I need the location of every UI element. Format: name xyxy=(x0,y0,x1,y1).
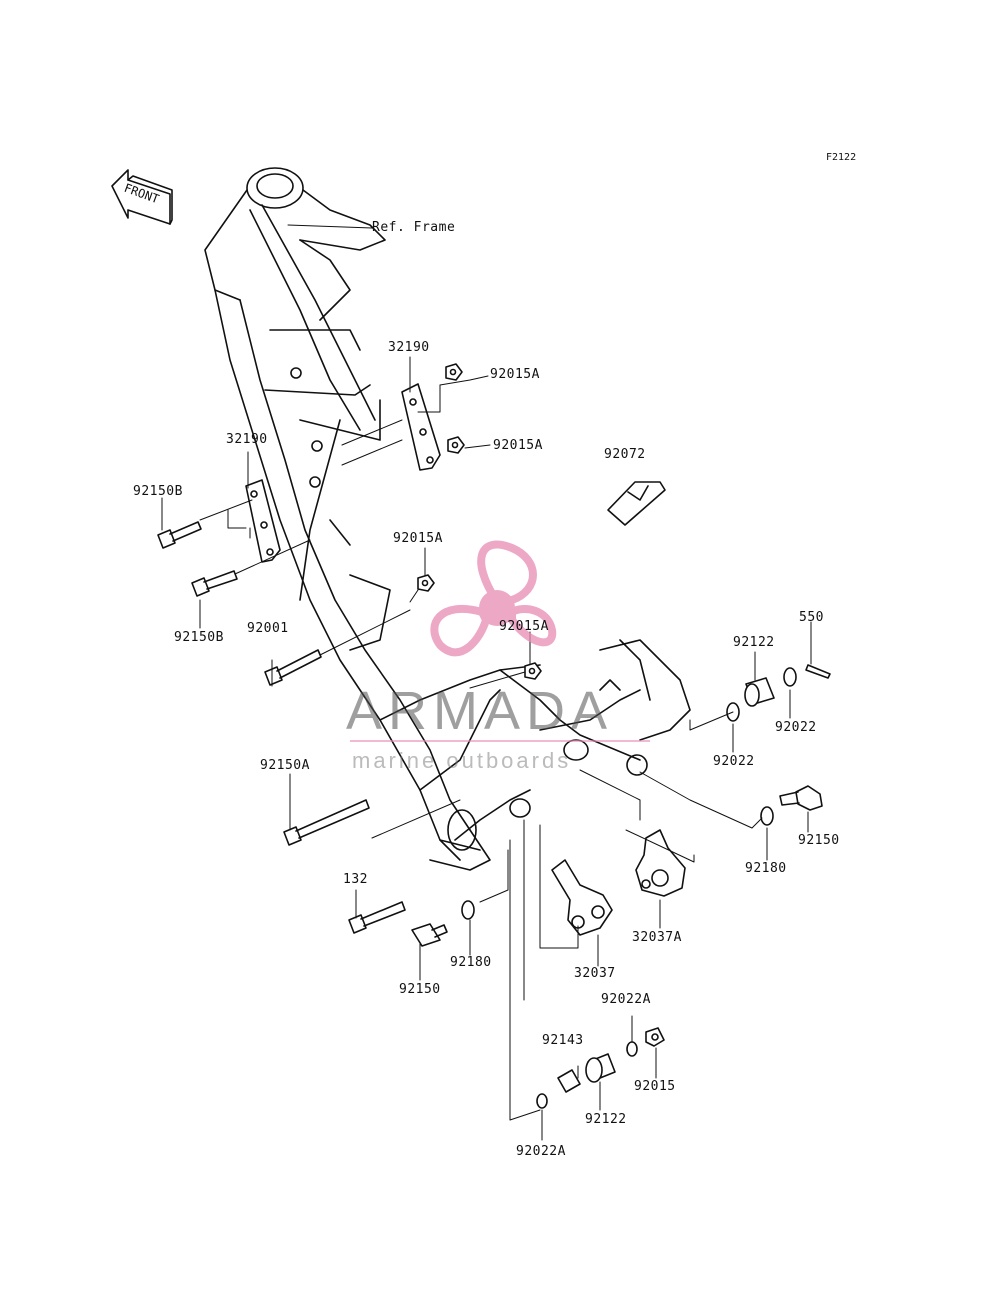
diagram-code: F2122 xyxy=(826,152,857,163)
part-label-92180[interactable]: 92180 xyxy=(745,861,787,876)
nut-92015A xyxy=(417,363,542,680)
part-label-92001[interactable]: 92001 xyxy=(247,621,289,636)
nut-92015 xyxy=(645,1027,665,1047)
part-label-92143[interactable]: 92143 xyxy=(542,1033,584,1048)
front-arrow-icon xyxy=(111,169,173,225)
bracket-32190-right xyxy=(401,383,441,471)
part-label-92122[interactable]: 92122 xyxy=(585,1112,627,1127)
bolt-92150 xyxy=(411,785,823,947)
part-label-92180[interactable]: 92180 xyxy=(450,955,492,970)
part-label-132[interactable]: 132 xyxy=(343,872,368,887)
bolt-92001 xyxy=(264,649,322,686)
front-label-text: FRONT xyxy=(122,181,161,207)
part-label-32037A[interactable]: 32037A xyxy=(632,930,682,945)
part-label-92150[interactable]: 92150 xyxy=(798,833,840,848)
bracket-32037A xyxy=(635,829,686,897)
part-label-92150B[interactable]: 92150B xyxy=(133,484,183,499)
damper-92072 xyxy=(607,481,666,526)
part-label-92022[interactable]: 92022 xyxy=(713,754,755,769)
part-label-92015A[interactable]: 92015A xyxy=(393,531,443,546)
part-label-92122[interactable]: 92122 xyxy=(733,635,775,650)
watermark-subtitle: marine outboards xyxy=(352,748,572,773)
part-label-92150A[interactable]: 92150A xyxy=(260,758,310,773)
part-label-550[interactable]: 550 xyxy=(799,610,824,625)
bolt-92150A xyxy=(283,799,370,846)
washer-parts xyxy=(461,667,797,1109)
bolt-132 xyxy=(348,901,406,934)
part-label-92150[interactable]: 92150 xyxy=(399,982,441,997)
part-label-92015A[interactable]: 92015A xyxy=(493,438,543,453)
part-label-32190[interactable]: 32190 xyxy=(226,432,268,447)
part-label-92015[interactable]: 92015 xyxy=(634,1079,676,1094)
frame-outline xyxy=(204,167,691,871)
watermark-title: ARMADA xyxy=(346,681,614,741)
bolt-92150B xyxy=(157,521,238,597)
bracket-32037 xyxy=(551,859,613,936)
part-label-92022A[interactable]: 92022A xyxy=(601,992,651,1007)
part-label-32037[interactable]: 32037 xyxy=(574,966,616,981)
collar-92122 xyxy=(585,677,775,1083)
watermark-logo xyxy=(430,540,557,657)
collar-92143 xyxy=(557,1069,581,1093)
label-ref-frame: Ref. Frame xyxy=(372,220,456,235)
part-label-92015A[interactable]: 92015A xyxy=(490,367,540,382)
leader-lines xyxy=(161,224,812,1141)
part-label-92015A[interactable]: 92015A xyxy=(499,619,549,634)
watermark-divider xyxy=(350,740,650,742)
part-label-92072[interactable]: 92072 xyxy=(604,447,646,462)
part-label-92022[interactable]: 92022 xyxy=(775,720,817,735)
part-label-92150B[interactable]: 92150B xyxy=(174,630,224,645)
pin-550 xyxy=(805,664,831,679)
bracket-32190-left xyxy=(245,479,281,563)
front-label: FRONT xyxy=(122,181,161,207)
part-label-32190[interactable]: 32190 xyxy=(388,340,430,355)
part-label-92022A[interactable]: 92022A xyxy=(516,1144,566,1159)
